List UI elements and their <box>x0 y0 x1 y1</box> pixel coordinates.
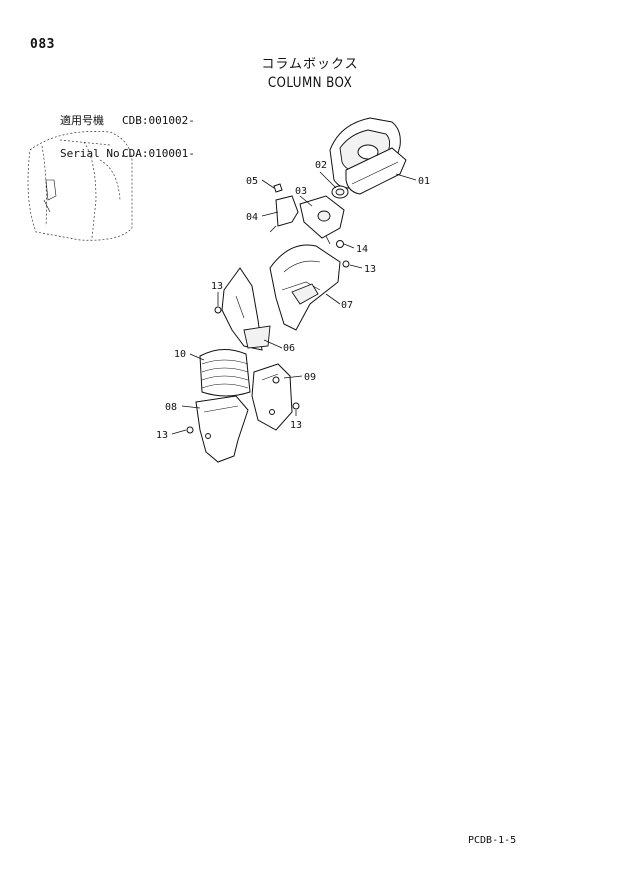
callout-02: 02 <box>315 160 327 171</box>
page-number: 083 <box>30 37 55 52</box>
serial-applicability: 適用号機 CDB:001002- Serial No.CDA:010001- <box>60 93 195 170</box>
callout-04: 04 <box>246 212 258 223</box>
callout-14: 14 <box>356 244 368 255</box>
callout-05: 05 <box>246 176 258 187</box>
part-13-bolt <box>342 260 350 268</box>
part-10-boot <box>199 349 251 397</box>
part-02-bushing <box>331 185 349 199</box>
part-08-lower-cover <box>195 395 249 463</box>
footer-code: PCDB-1-5 <box>468 835 517 846</box>
part-09-rear-cover <box>251 363 293 431</box>
part-03-bracket <box>299 195 345 245</box>
serial-row: 適用号機 CDB:001002- <box>60 115 195 126</box>
cab-locator-thumbnail <box>27 131 133 241</box>
callout-08: 08 <box>165 402 177 413</box>
part-06-side-cover <box>221 267 271 351</box>
page-title-en: COLUMN BOX <box>267 75 353 91</box>
serial-label: Serial No. <box>60 147 127 160</box>
callout-09: 09 <box>304 372 316 383</box>
callout-13: 13 <box>156 430 168 441</box>
callout-06: 06 <box>283 343 295 354</box>
callout-03: 03 <box>295 186 307 197</box>
part-07-upper-cover <box>269 244 341 331</box>
callout-13: 13 <box>364 264 376 275</box>
callout-10: 10 <box>174 349 186 360</box>
part-13-bolt <box>292 402 300 410</box>
callout-07: 07 <box>341 300 353 311</box>
callout-13: 13 <box>211 281 223 292</box>
page-title-jp: コラムボックス <box>261 57 359 72</box>
part-14-bolt <box>336 240 344 248</box>
part-13-bolt <box>269 409 275 415</box>
part-13-bolt <box>186 426 194 434</box>
serial-row: Serial No.CDA:010001- <box>60 148 195 159</box>
callout-01: 01 <box>418 176 430 187</box>
callout-13: 13 <box>290 420 302 431</box>
serial-label: 適用号機 <box>60 114 104 127</box>
serial-value: CDA:010001- <box>122 147 195 160</box>
part-01-column-head <box>329 117 407 195</box>
part-05-bolt <box>273 183 283 193</box>
serial-value: CDB:001002- <box>122 114 195 127</box>
leader-lines <box>171 171 417 435</box>
part-04-plate <box>269 195 299 233</box>
part-13-bolt <box>214 306 222 314</box>
